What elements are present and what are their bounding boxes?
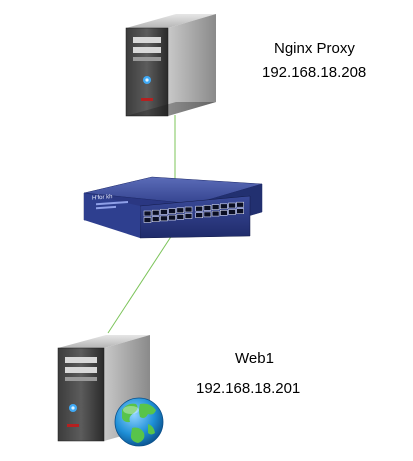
switch-port [228,209,236,215]
switch-port [195,212,203,218]
switch-port [195,205,203,212]
switch-port [143,217,152,223]
network-switch-icon: H'for kh [83,176,263,239]
switch-brand-label: H'for kh [92,194,112,201]
switch-port [203,205,212,211]
proxy-ip-label: 192.168.18.208 [262,64,367,81]
switch-port [168,214,176,221]
switch-port [236,201,244,208]
switch-port [176,214,185,220]
switch-port [184,206,193,213]
link-switch-to-web1 [107,231,175,334]
proxy-server-icon [125,14,216,117]
web1-name-label: Web1 [235,350,274,367]
switch-port [228,202,236,209]
proxy-name-label: Nginx Proxy [274,40,355,57]
switch-port [160,209,168,215]
web1-server-icon [57,335,150,442]
switch-port [211,204,220,210]
switch-ports [143,201,244,223]
switch-port [220,210,228,216]
switch-port [203,211,212,218]
switch-port [211,210,220,217]
switch-port [184,213,193,219]
switch-port [143,210,152,217]
switch-port [160,215,168,222]
web1-ip-label: 192.168.18.201 [196,380,301,397]
switch-port [176,207,185,214]
globe-icon [114,397,164,447]
switch-port [151,209,160,216]
switch-port [151,216,160,222]
switch-port [236,208,244,214]
switch-port [220,203,228,210]
switch-port [168,208,176,214]
